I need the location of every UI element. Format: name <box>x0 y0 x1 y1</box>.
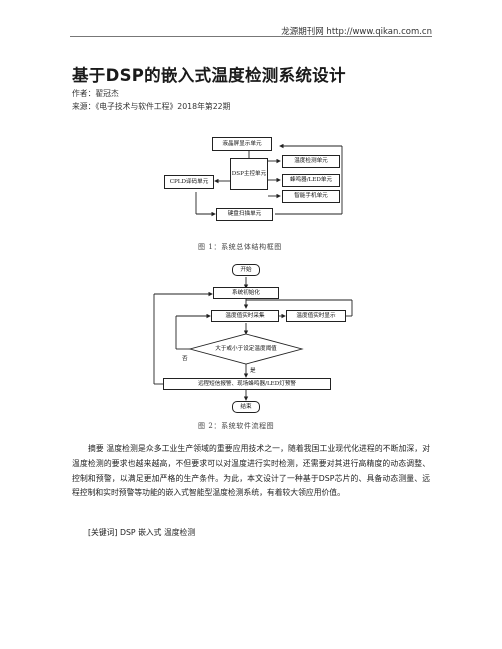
box-buzzer-led-unit: 蜂鸣器/LED单元 <box>282 174 340 187</box>
article-title: 基于DSP的嵌入式温度检测系统设计 <box>72 66 346 85</box>
article-source: 来源：《电子技术与软件工程》2018年第22期 <box>72 102 231 111</box>
figure-1-caption: 图 1：系统总体结构框图 <box>198 243 282 251</box>
box-cpld-decoder-unit: CPLD译码单元 <box>164 175 214 189</box>
flow-start: 开始 <box>232 264 260 276</box>
article-author: 作者：翟冠杰 <box>72 89 119 98</box>
flow-alarm: 远程短信报警、现场蜂鸣器/LED灯预警 <box>163 378 331 390</box>
box-dsp-main-control-unit: DSP主控单元 <box>230 158 268 190</box>
figure-2-caption: 图 2：系统软件流程图 <box>198 422 275 430</box>
box-lcd-display-unit: 液晶屏显示单元 <box>212 137 272 151</box>
flow-label-yes: 是 <box>250 368 256 374</box>
flow-label-no: 否 <box>182 356 188 362</box>
flow-end: 结束 <box>232 401 260 413</box>
flow-temperature-display: 温度值实时显示 <box>286 310 346 322</box>
box-smartphone-unit: 智能手机单元 <box>282 190 340 203</box>
flow-system-init: 系统初始化 <box>213 287 279 299</box>
site-header: 龙源期刊网 http://www.qikan.com.cn <box>281 27 432 37</box>
flow-temperature-collect: 温度值实时采集 <box>211 310 279 322</box>
flow-decision-threshold: 大于或小于设定温度阈值 <box>215 345 277 352</box>
article-keywords: [关键词] DSP 嵌入式 温度检测 <box>88 528 196 537</box>
article-abstract: 摘要 温度检测是众多工业生产领域的重要应用技术之一，随着我国工业现代化进程的不断… <box>72 444 430 498</box>
box-keyboard-scan-unit: 键盘扫描单元 <box>216 208 273 221</box>
header-divider <box>70 36 432 37</box>
box-temperature-detection-unit: 温度检测单元 <box>282 155 340 168</box>
